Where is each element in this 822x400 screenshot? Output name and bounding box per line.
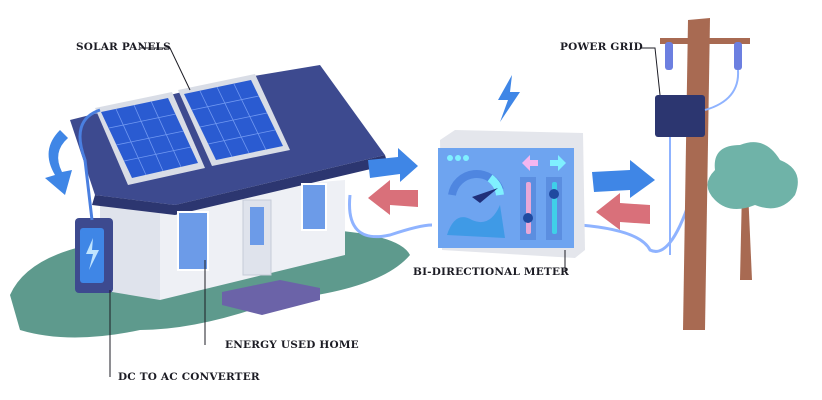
tree-trunk xyxy=(740,190,752,280)
bi-directional-meter xyxy=(438,130,585,258)
label-solar-panels: SOLAR PANELS xyxy=(76,41,171,53)
arrow-right-icon xyxy=(592,160,655,198)
label-power-grid: POWER GRID xyxy=(560,41,643,53)
crossarm xyxy=(660,38,750,44)
lightning-icon xyxy=(498,75,520,122)
door-window xyxy=(250,207,264,245)
label-bi-directional-meter: BI-DIRECTIONAL METER xyxy=(413,266,570,278)
steps xyxy=(222,280,320,315)
arrow-right-icon xyxy=(368,148,418,182)
insulator xyxy=(734,42,742,70)
wire xyxy=(78,108,101,221)
transformer xyxy=(655,95,705,137)
window xyxy=(301,183,327,231)
solar-panels xyxy=(95,74,290,185)
wire xyxy=(579,199,692,253)
wire xyxy=(348,194,433,239)
label-energy-used-home: ENERGY USED HOME xyxy=(225,339,359,351)
arrow-left-icon xyxy=(596,193,650,230)
label-dc-to-ac-converter: DC TO AC CONVERTER xyxy=(118,371,260,383)
arrow-left-icon xyxy=(368,180,418,215)
utility-pole xyxy=(683,18,710,330)
window xyxy=(177,211,209,271)
insulator xyxy=(665,42,673,70)
curved-arrow-icon xyxy=(45,130,72,195)
tree-crown xyxy=(707,142,798,209)
